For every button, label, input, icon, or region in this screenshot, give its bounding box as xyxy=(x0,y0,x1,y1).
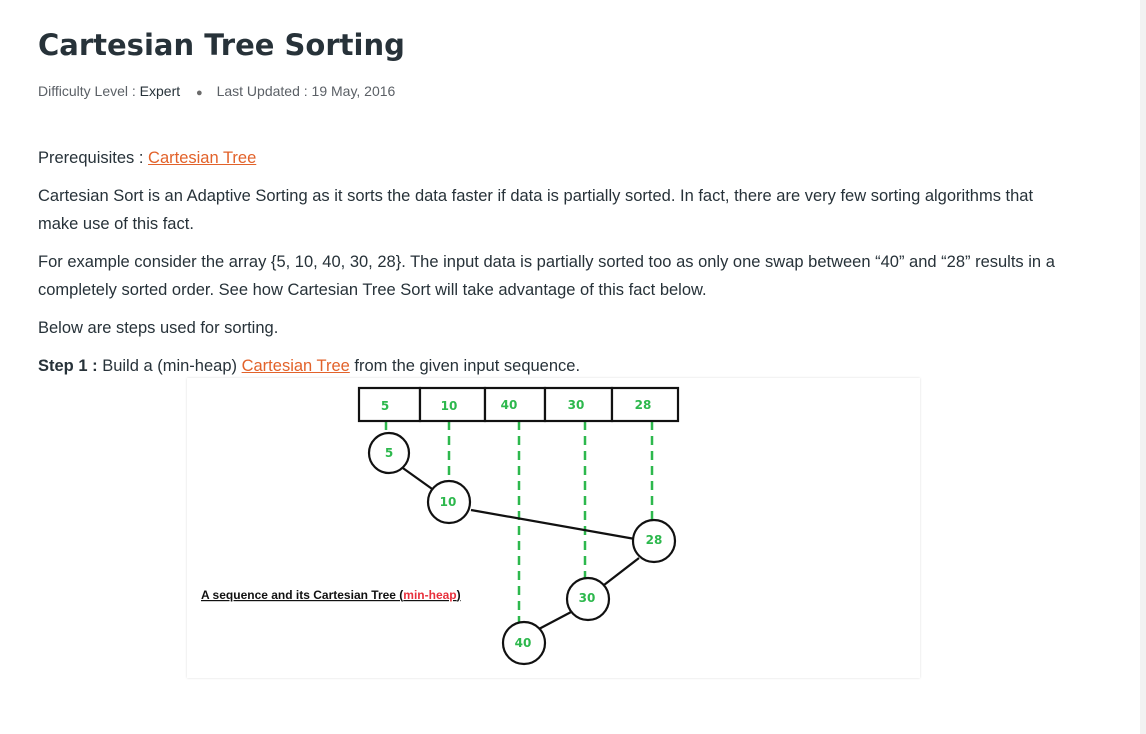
array-cell-4 xyxy=(543,386,614,423)
prereq-label: Prerequisites : xyxy=(38,149,149,167)
array-value: 28 xyxy=(635,398,652,412)
caption-end: ) xyxy=(457,588,461,602)
updated-value: 19 May, 2016 xyxy=(311,83,396,99)
tree-node-value: 40 xyxy=(515,636,532,650)
caption-main: A sequence and its Cartesian Tree ( xyxy=(201,588,403,602)
array-cell-1 xyxy=(357,386,422,423)
tree-node-28 xyxy=(631,518,677,564)
paragraph-intro: Cartesian Sort is an Adaptive Sorting as… xyxy=(38,187,1034,233)
difficulty-value: Expert xyxy=(139,83,181,99)
article-meta: Difficulty Level : Expert ● Last Updated… xyxy=(38,83,395,99)
tree-node-value: 28 xyxy=(646,533,663,547)
array-cell-5 xyxy=(610,386,680,423)
array-value: 30 xyxy=(568,398,585,412)
tree-node-10 xyxy=(426,479,472,525)
edge-5-10 xyxy=(399,465,436,492)
array-value: 40 xyxy=(501,398,518,412)
tree-node-40 xyxy=(501,620,547,666)
tree-node-value: 10 xyxy=(440,495,457,509)
array-cell-3 xyxy=(483,386,547,423)
separator-dot-icon: ● xyxy=(196,87,203,99)
scrollbar-track[interactable] xyxy=(1140,0,1146,734)
updated-label: Last Updated : xyxy=(216,83,312,99)
step-1-text-post: from the given input sequence. xyxy=(349,357,581,375)
edge-28-30 xyxy=(603,557,640,586)
array-value: 10 xyxy=(441,399,458,413)
page-title: Cartesian Tree Sorting xyxy=(38,28,405,62)
cartesian-tree-diagram: 5 10 40 30 28 5 10 28 30 40 A sequence a… xyxy=(201,386,680,666)
step-1-text-pre: Build a (min-heap) xyxy=(97,357,242,375)
tree-node-5 xyxy=(367,431,411,475)
tree-node-30 xyxy=(565,576,611,622)
cartesian-tree-figure: 5 10 40 30 28 5 10 28 30 40 A sequence a… xyxy=(187,378,920,678)
step-1: Step 1 : Build a (min-heap) Cartesian Tr… xyxy=(38,352,1078,380)
paragraph-steps: Below are steps used for sorting. xyxy=(38,319,279,337)
prerequisites: Prerequisites : Cartesian Tree xyxy=(38,144,1078,172)
caption-highlight: min-heap xyxy=(403,588,456,602)
array-value: 5 xyxy=(381,399,389,413)
tree-node-value: 30 xyxy=(579,591,596,605)
edge-30-40 xyxy=(536,610,574,631)
step-1-label: Step 1 : xyxy=(38,357,98,375)
figure-caption: A sequence and its Cartesian Tree (min-h… xyxy=(201,588,461,602)
prereq-link[interactable]: Cartesian Tree xyxy=(148,149,257,167)
tree-node-value: 5 xyxy=(385,446,393,460)
step-1-link[interactable]: Cartesian Tree xyxy=(241,357,350,375)
edge-10-28 xyxy=(470,508,636,541)
paragraph-example: For example consider the array {5, 10, 4… xyxy=(38,253,1055,299)
array-cell-2 xyxy=(418,386,487,423)
difficulty-label: Difficulty Level : xyxy=(38,83,140,99)
